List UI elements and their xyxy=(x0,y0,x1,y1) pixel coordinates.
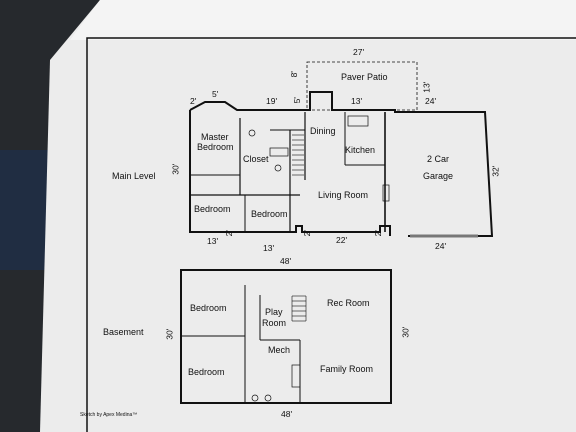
living-room-label: Living Room xyxy=(318,190,369,200)
garage-label-1: 2 Car xyxy=(427,154,450,164)
stairs xyxy=(292,134,304,176)
dim-30-left: 30' xyxy=(170,163,181,175)
blue-reflection xyxy=(0,150,50,270)
play-label-2: Room xyxy=(262,318,287,328)
dim-5-step: 5' xyxy=(291,97,302,104)
dim-30-basement-left: 30' xyxy=(164,328,175,340)
basement-fixture xyxy=(264,394,272,402)
paper-sheet xyxy=(40,0,576,432)
play-label-1: Play xyxy=(265,307,283,317)
basement-plan xyxy=(180,269,392,404)
dim-24-bot: 24' xyxy=(435,241,447,251)
dim-13-bot-b: 13' xyxy=(263,243,275,253)
main-level-plan xyxy=(189,61,494,238)
fireplace xyxy=(382,184,390,202)
paver-patio-label: Paver Patio xyxy=(341,72,388,82)
family-room-label: Family Room xyxy=(320,364,374,374)
dim-2-bay: 2' xyxy=(190,96,197,106)
toilet xyxy=(248,129,256,137)
drawing-border xyxy=(86,37,576,432)
bedroom-a-label: Bedroom xyxy=(194,204,231,214)
sketch-credit: Sketch by Apex Medina™ xyxy=(80,412,138,418)
basement-fixture xyxy=(251,394,259,402)
toilet xyxy=(274,164,282,172)
garage-label-2: Garage xyxy=(423,171,454,181)
basement-stairs xyxy=(291,295,307,322)
dim-48-main: 48' xyxy=(280,256,292,266)
basement-title: Basement xyxy=(103,327,144,337)
mech-label: Mech xyxy=(268,345,291,355)
master-label-2: Bedroom xyxy=(197,142,234,152)
dim-5-bay: 5' xyxy=(212,89,219,99)
dim-2-bot-b: 2' xyxy=(301,230,312,237)
basement-bedroom-top-label: Bedroom xyxy=(190,303,227,313)
dim-32-right: 32' xyxy=(490,165,501,177)
main-level-title: Main Level xyxy=(112,171,156,181)
kitchen-sink xyxy=(347,115,369,127)
dim-19: 19' xyxy=(266,96,278,106)
paper-highlight xyxy=(70,0,576,40)
dim-48-basement: 48' xyxy=(281,409,293,419)
dim-13-top: 13' xyxy=(351,96,363,106)
dim-27: 27' xyxy=(353,47,365,57)
main-outer-wall xyxy=(189,91,494,237)
dim-2-bot-c: 2' xyxy=(372,230,383,237)
dim-22: 22' xyxy=(336,235,348,245)
dim-2-bot-a: 2' xyxy=(223,230,234,237)
bedroom-b-label: Bedroom xyxy=(251,209,288,219)
dining-label: Dining xyxy=(310,126,336,136)
dim-24-top: 24' xyxy=(425,96,437,106)
basement-tub xyxy=(291,364,301,388)
rec-room-label: Rec Room xyxy=(327,298,370,308)
closet-label: Closet xyxy=(243,154,269,164)
dim-8: 8' xyxy=(288,71,299,78)
basement-bedroom-bottom-label: Bedroom xyxy=(188,367,225,377)
kitchen-label: Kitchen xyxy=(345,145,376,155)
dim-30-basement-right: 30' xyxy=(400,326,411,338)
bathtub xyxy=(269,147,289,157)
dim-13-patio: 13' xyxy=(421,81,432,93)
master-label-1: Master xyxy=(201,132,229,142)
dim-13-bot-a: 13' xyxy=(207,236,219,246)
